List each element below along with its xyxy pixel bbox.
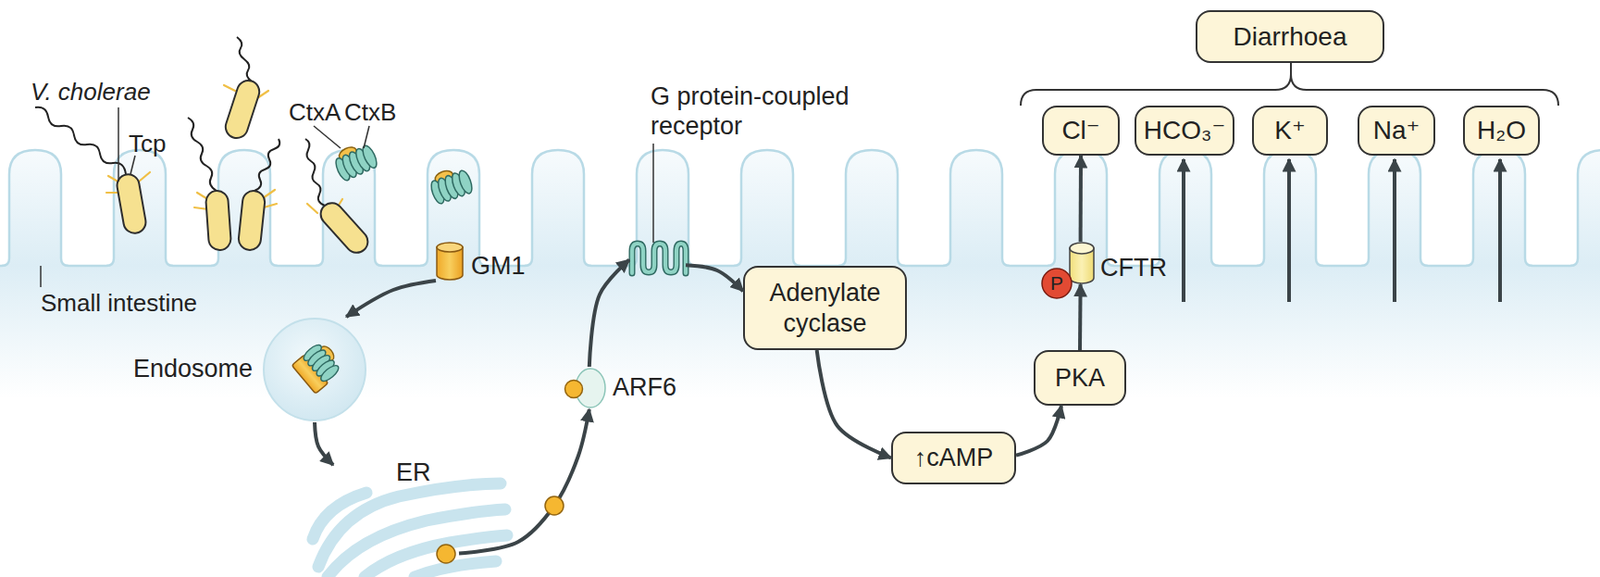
part-label: CtxA [288,98,341,127]
flagella [35,37,325,206]
arf6-protein: ARF6 [562,366,608,410]
node-text: HCO₃⁻ [1143,114,1226,147]
gm1-receptor-outline [435,241,464,281]
ion-box: HCO₃⁻ [1134,105,1235,156]
ion-box: H₂O [1463,105,1540,156]
endosome-circle-outline [261,316,368,422]
flow-arrow [346,280,436,317]
cftr-channel-outline [1068,241,1095,285]
ion-efflux-arrows [1183,159,1501,302]
villi [1,149,1600,271]
flow-arrow [685,264,744,291]
flow-arrow [817,349,892,459]
node-text: G protein-coupled receptor [650,81,892,142]
outcome-box: Diarrhoea [1195,10,1385,63]
node-text: Diarrhoea [1233,21,1348,53]
er-organelle: ER [310,464,459,577]
flow-arrow [314,421,334,465]
flow-arrow [458,409,590,554]
tissue-layer [0,265,1600,577]
node-text: P [1050,271,1064,295]
process-box: ↑cAMP [891,431,1017,484]
process-box: Adenylate cyclase [743,265,907,350]
ctxa1-fragment [545,496,564,515]
flow-arrow [1079,155,1083,242]
arf6-protein-outline [562,366,608,410]
part-label: Tcp [128,129,166,159]
grouping-bracket [1020,62,1559,106]
flow-arrow [589,259,630,367]
vibrio-bacteria [115,77,373,258]
phosphate-circle: P [1041,267,1073,299]
gpcr-receptor-outline [629,239,686,276]
ion-box: K⁺ [1252,105,1328,156]
ion-box: Cl⁻ [1041,105,1120,156]
node-text: H₂O [1476,114,1526,147]
node-text: Cl⁻ [1061,114,1100,147]
node-text: Adenylate cyclase [752,277,898,338]
ion-box: Na⁺ [1357,105,1436,156]
process-box: PKA [1033,349,1127,406]
flow-arrow [1016,405,1062,456]
node-text: Endosome [97,353,253,384]
node-text: ARF6 [612,372,677,402]
part-label: CtxB [344,98,397,127]
endosome-circle: Endosome [261,316,368,422]
cholera-toxin [330,138,474,206]
gm1-receptor: GM1 [435,241,464,281]
node-text: CFTR [1100,252,1167,283]
node-text: Na⁺ [1373,114,1421,147]
node-text: K⁺ [1274,114,1305,147]
leader-lines [40,107,654,287]
cftr-channel: CFTR [1068,241,1095,285]
organism-label: V. cholerae [30,77,151,107]
node-text: ER [396,457,432,487]
node-text: GM1 [471,250,526,281]
gpcr-receptor: G protein-coupled receptor [629,239,686,276]
tissue-label: Small intestine [40,288,198,318]
node-text: ↑cAMP [914,442,994,472]
flow-arrow [1078,284,1083,350]
node-text: PKA [1054,362,1105,393]
er-organelle-outline [310,464,459,577]
